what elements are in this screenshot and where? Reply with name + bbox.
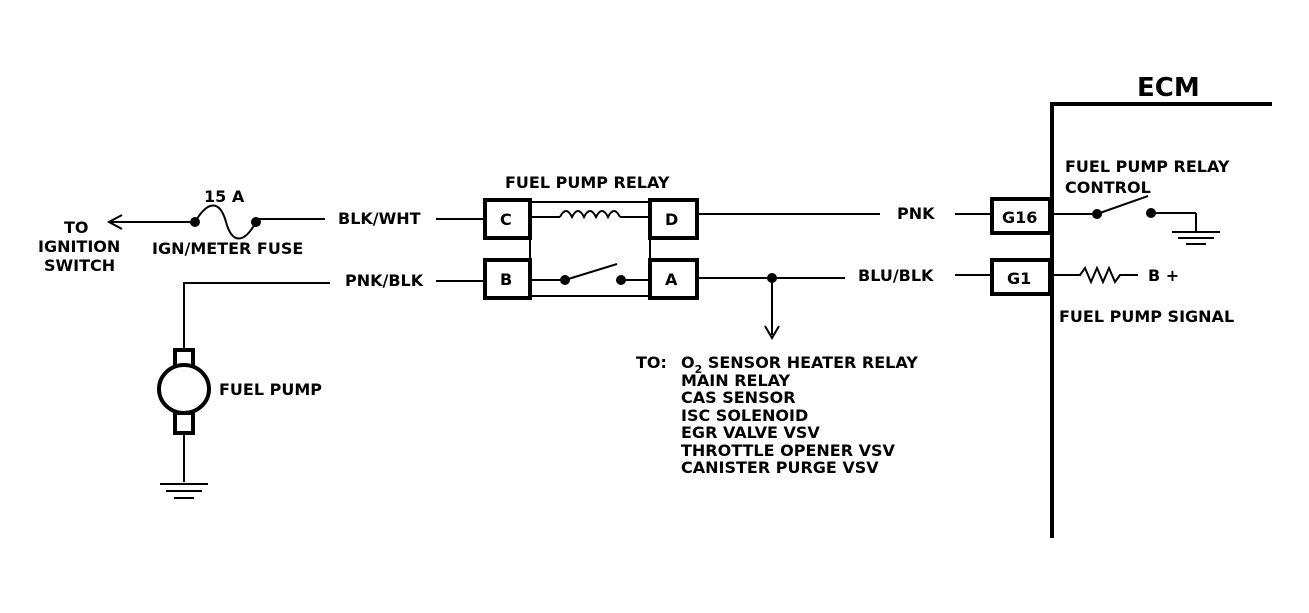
ignition-label-line2: IGNITION (38, 237, 120, 256)
wire-pnk-blk-left (183, 282, 330, 350)
destination-item: THROTTLE OPENER VSV (681, 441, 895, 460)
ground-symbol-ecm (1172, 231, 1220, 245)
fuel-pump-relay: FUEL PUMP RELAY C D B A (483, 173, 699, 300)
relay-pin-b-label: B (500, 270, 512, 289)
destination-item: CANISTER PURGE VSV (681, 458, 879, 477)
b-plus-label: B + (1148, 266, 1179, 285)
ecm-block: ECM G16 G1 FUEL PUMP RELAY CONTROL B + F… (990, 73, 1272, 538)
destination-item: EGR VALVE VSV (681, 423, 820, 442)
destination-item: ISC SOLENOID (681, 406, 808, 425)
relay-pin-c-label: C (500, 210, 512, 229)
fuse-rating: 15 A (204, 187, 245, 206)
wire-label-blu-blk: BLU/BLK (858, 266, 934, 285)
arrow-left-icon (106, 214, 123, 230)
fuse-name: IGN/METER FUSE (152, 239, 303, 258)
fuse-symbol (106, 204, 261, 240)
ecm-pin-g16-label: G16 (1002, 208, 1037, 227)
b-plus-resistor (1052, 265, 1138, 285)
relay-pin-d (648, 198, 699, 240)
wire-label-pnk: PNK (897, 204, 935, 223)
destinations-list: TO: O2 SENSOR HEATER RELAY MAIN RELAY CA… (636, 353, 918, 477)
relay-control-label-line1: FUEL PUMP RELAY (1065, 157, 1230, 176)
arrow-down-icon (764, 325, 780, 340)
fuel-pump-signal-label: FUEL PUMP SIGNAL (1059, 307, 1234, 326)
relay-title: FUEL PUMP RELAY (505, 173, 670, 192)
relay-pin-d-label: D (665, 210, 678, 229)
ignition-label-line3: SWITCH (44, 256, 115, 275)
wire-label-pnk-blk: PNK/BLK (345, 271, 424, 290)
relay-body (529, 201, 651, 297)
relay-control-switch (1052, 195, 1197, 232)
relay-coil (530, 210, 650, 220)
destination-item: CAS SENSOR (681, 388, 796, 407)
destination-item-o2-heater: O2 SENSOR HEATER RELAY (681, 353, 918, 376)
ecm-pin-g1 (990, 258, 1052, 296)
wire-label-blk-wht: BLK/WHT (338, 209, 421, 228)
fuel-pump-label: FUEL PUMP (219, 380, 322, 399)
relay-switch-contacts (530, 263, 650, 285)
relay-control-label-line2: CONTROL (1065, 178, 1151, 197)
ground-symbol-pump (160, 483, 208, 499)
ecm-title: ECM (1137, 73, 1200, 103)
destinations-prefix: TO: (636, 353, 667, 372)
ecm-pin-g1-label: G1 (1007, 269, 1031, 288)
ecm-pin-g16 (990, 197, 1052, 235)
destination-item: MAIN RELAY (681, 371, 791, 390)
fuel-pump-motor-icon (157, 348, 211, 482)
relay-pin-a-label: A (665, 270, 678, 289)
ignition-label-line1: TO (64, 218, 89, 237)
